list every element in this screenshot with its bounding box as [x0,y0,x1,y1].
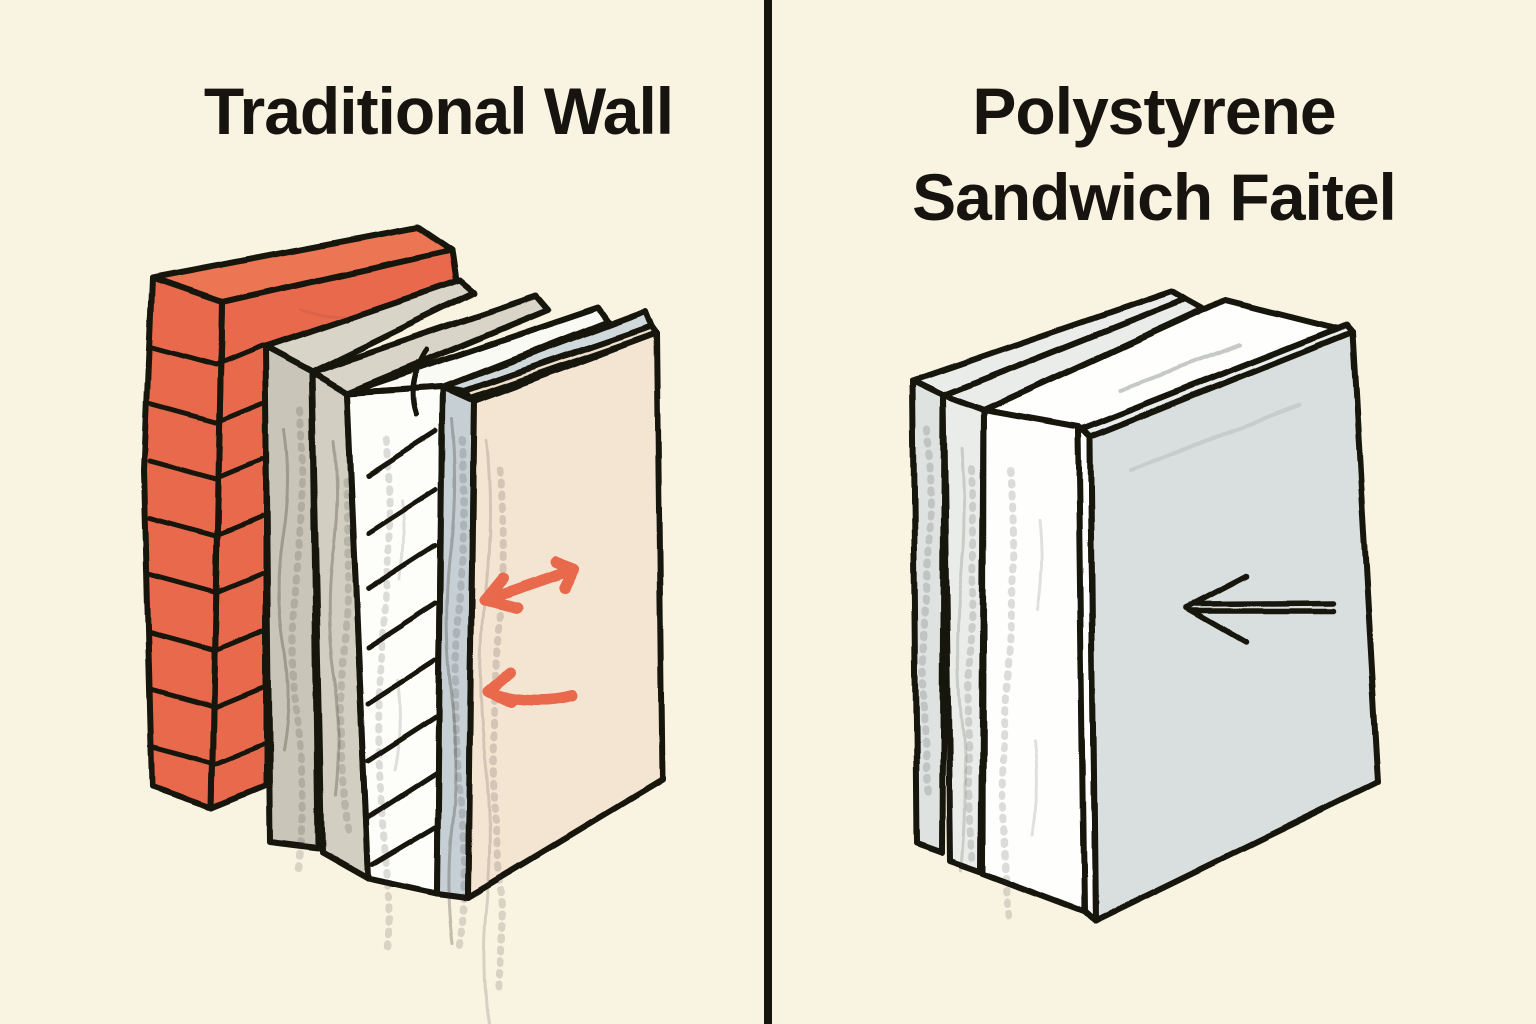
heat-escape-arrows [478,555,580,708]
outer-skin-layer [910,288,1189,855]
left-panel-title: Traditional Wall [203,74,674,148]
brick-course-lines [147,344,219,767]
plasterboard-layer [461,323,665,1024]
right-panel-title: Polystyrene Sandwich Faitel [772,68,1536,240]
plaster-layer [262,278,477,874]
panel-divider [764,0,772,1024]
brick-chevron-lines [213,343,265,767]
sandwich-panel-illustration [910,288,1381,924]
right-panel-title-line1: Polystyrene [972,74,1336,148]
inner-skin-layer [1075,322,1381,924]
heat-blocked-left-arrow [1183,573,1337,645]
second-skin-layer [941,296,1207,874]
polystyrene-core-layer [980,297,1355,924]
traditional-wall-illustration [141,224,665,1024]
right-panel-title-line2: Sandwich Faitel [912,160,1397,234]
